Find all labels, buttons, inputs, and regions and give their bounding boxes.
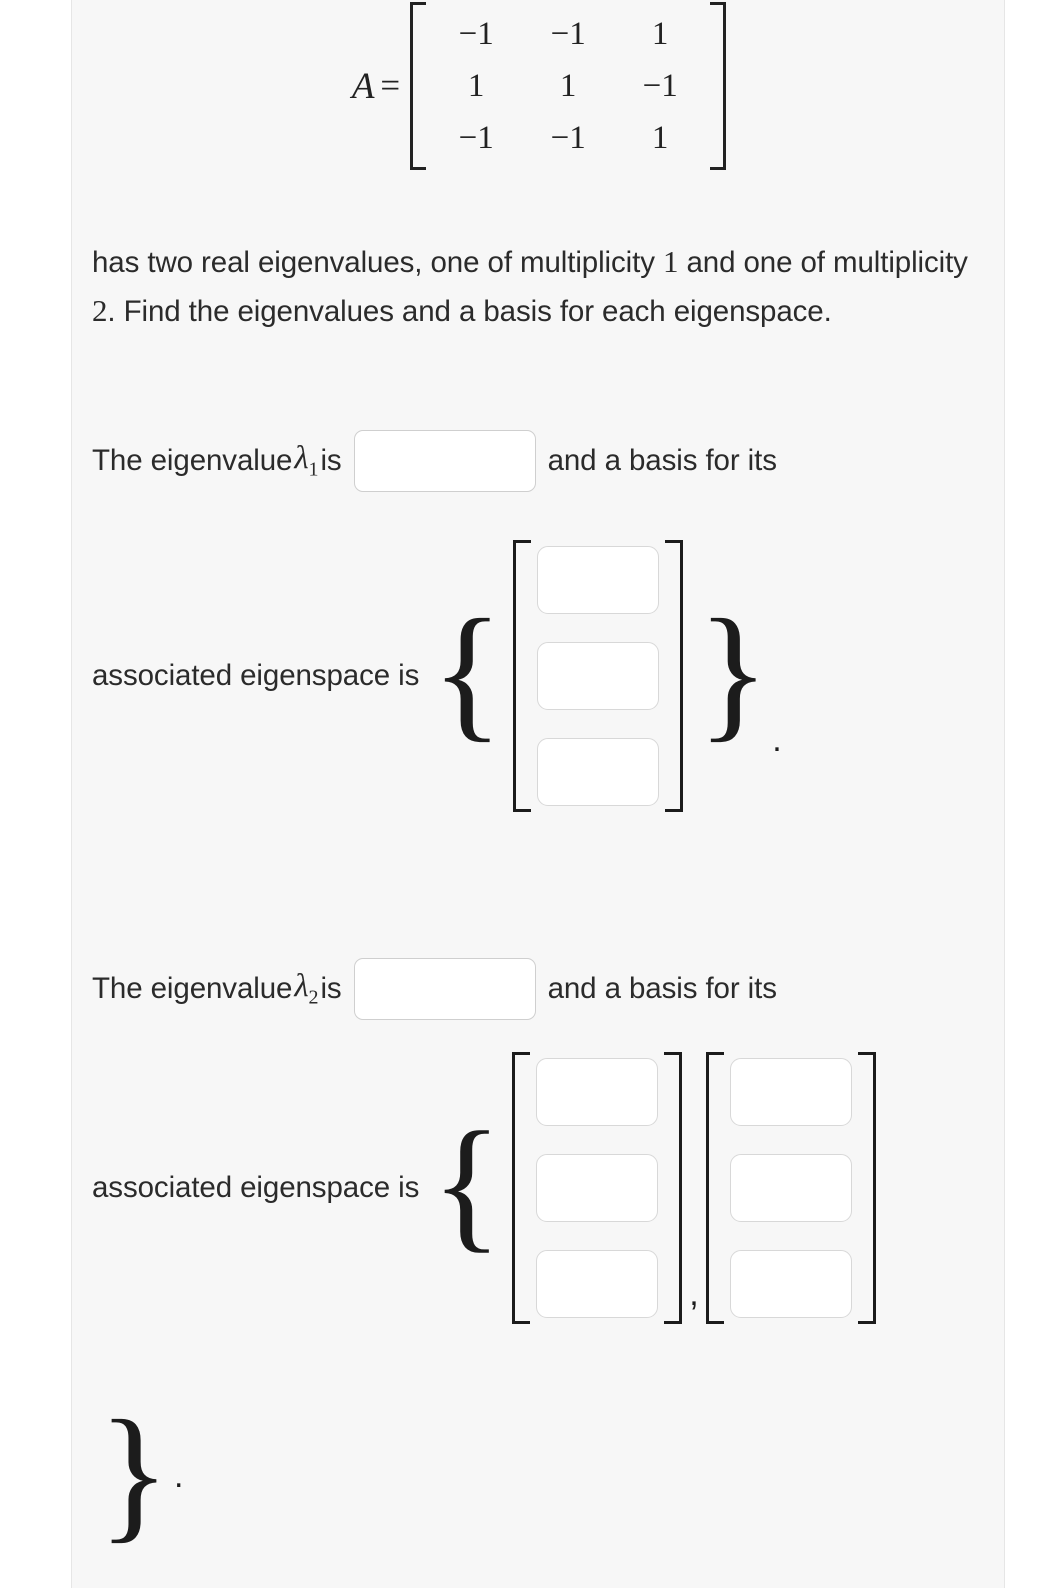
- lambda-glyph: λ: [294, 968, 309, 1005]
- lambda-1-subscript: 1: [308, 458, 319, 481]
- vector-bracket-right: [857, 1052, 876, 1324]
- statement-part-3: . Find the eigenvalues and a basis for e…: [107, 294, 832, 328]
- set-close-brace-icon: }: [98, 1390, 170, 1556]
- matrix-body: −1 −1 1 1 1 −1 −1 −1 1: [410, 2, 727, 170]
- vector-bracket-right: [665, 540, 684, 812]
- matrix-bracket-left: [410, 2, 427, 170]
- eigenvalue-1-is: is: [320, 444, 342, 477]
- eigenvalue-2-line: The eigenvalue λ2 is and a basis for its: [92, 958, 777, 1020]
- eigenspace-1-label: associated eigenspace is: [92, 659, 420, 692]
- eigenspace-1-period: .: [772, 721, 782, 759]
- matrix-cell: 1: [651, 16, 669, 52]
- eigenspace-2-label: associated eigenspace is: [92, 1171, 420, 1204]
- vector-bracket-left: [513, 540, 532, 812]
- equals-sign: =: [380, 66, 401, 105]
- eigenspace-1-row: associated eigenspace is { } .: [92, 540, 782, 812]
- matrix-cell: −1: [550, 120, 586, 156]
- eigenvalue-1-trail: and a basis for its: [547, 444, 777, 477]
- vector-cells: [724, 1052, 858, 1324]
- eigenspace-1-vector: [513, 540, 684, 812]
- statement-part-2: and one of multiplicity: [678, 245, 968, 279]
- vector-cells: [530, 1052, 664, 1324]
- lambda-1-symbol: λ1: [292, 440, 320, 482]
- eigenvalue-2-is: is: [320, 972, 342, 1005]
- eigenspace-2-v1-c3[interactable]: [536, 1250, 659, 1318]
- set-open-brace-icon: {: [431, 1102, 503, 1266]
- vector-bracket-left: [512, 1052, 531, 1324]
- set-close-brace-icon: }: [697, 589, 770, 755]
- eigenvalue-1-input[interactable]: [353, 430, 536, 492]
- eigenspace-2-v1-c1[interactable]: [536, 1058, 659, 1126]
- vector-separator: ,: [689, 1275, 699, 1313]
- matrix-cell: −1: [642, 68, 678, 104]
- eigenvalue-2-input[interactable]: [353, 958, 536, 1020]
- matrix-cell: −1: [458, 16, 494, 52]
- eigenspace-2-close-row: } .: [98, 1398, 183, 1548]
- problem-statement: has two real eigenvalues, one of multipl…: [92, 238, 992, 336]
- eigenvalue-1-line: The eigenvalue λ1 is and a basis for its: [92, 430, 777, 492]
- matrix-cell: −1: [458, 120, 494, 156]
- eigenvalue-2-lead: The eigenvalue: [92, 972, 293, 1005]
- eigenvalue-1-lead: The eigenvalue: [92, 444, 293, 477]
- matrix-cell: 1: [559, 68, 577, 104]
- eigenspace-1-v1-c1[interactable]: [537, 546, 660, 614]
- multiplicity-one: 1: [662, 243, 679, 279]
- matrix-label: A: [351, 65, 375, 107]
- lambda-2-symbol: λ2: [292, 968, 320, 1010]
- matrix-bracket-right: [710, 2, 727, 170]
- content-pane: A = −1 −1 1 1 1 −1 −1 −1 1: [71, 0, 1005, 1588]
- eigenspace-1-v1-c3[interactable]: [537, 738, 660, 806]
- eigenspace-2-period: .: [174, 1457, 184, 1495]
- problem-body: A = −1 −1 1 1 1 −1 −1 −1 1: [72, 0, 1006, 1588]
- lambda-2-subscript: 2: [308, 986, 319, 1009]
- vector-cells: [531, 540, 665, 812]
- multiplicity-two: 2: [92, 292, 108, 328]
- matrix-definition: A = −1 −1 1 1 1 −1 −1 −1 1: [72, 2, 1006, 170]
- matrix-cell: −1: [550, 16, 586, 52]
- statement-part-1: has two real eigenvalues, one of multipl…: [92, 245, 663, 279]
- eigenspace-2-vector-2: [705, 1052, 876, 1324]
- matrix-grid: −1 −1 1 1 1 −1 −1 −1 1: [426, 2, 710, 170]
- vector-bracket-right: [664, 1052, 683, 1324]
- eigenspace-2-v1-c2[interactable]: [536, 1154, 659, 1222]
- lambda-glyph: λ: [294, 440, 309, 477]
- matrix-cell: 1: [467, 68, 485, 104]
- vector-bracket-left: [705, 1052, 724, 1324]
- eigenvalue-2-trail: and a basis for its: [547, 972, 777, 1005]
- set-open-brace-icon: {: [431, 589, 504, 755]
- matrix-cell: 1: [651, 120, 669, 156]
- eigenspace-2-v2-c2[interactable]: [729, 1154, 852, 1222]
- eigenspace-1-v1-c2[interactable]: [537, 642, 660, 710]
- eigenspace-2-v2-c1[interactable]: [729, 1058, 852, 1126]
- eigenspace-2-row: associated eigenspace is { ,: [92, 1052, 880, 1324]
- eigenspace-2-v2-c3[interactable]: [729, 1250, 852, 1318]
- eigenspace-2-vector-1: [512, 1052, 683, 1324]
